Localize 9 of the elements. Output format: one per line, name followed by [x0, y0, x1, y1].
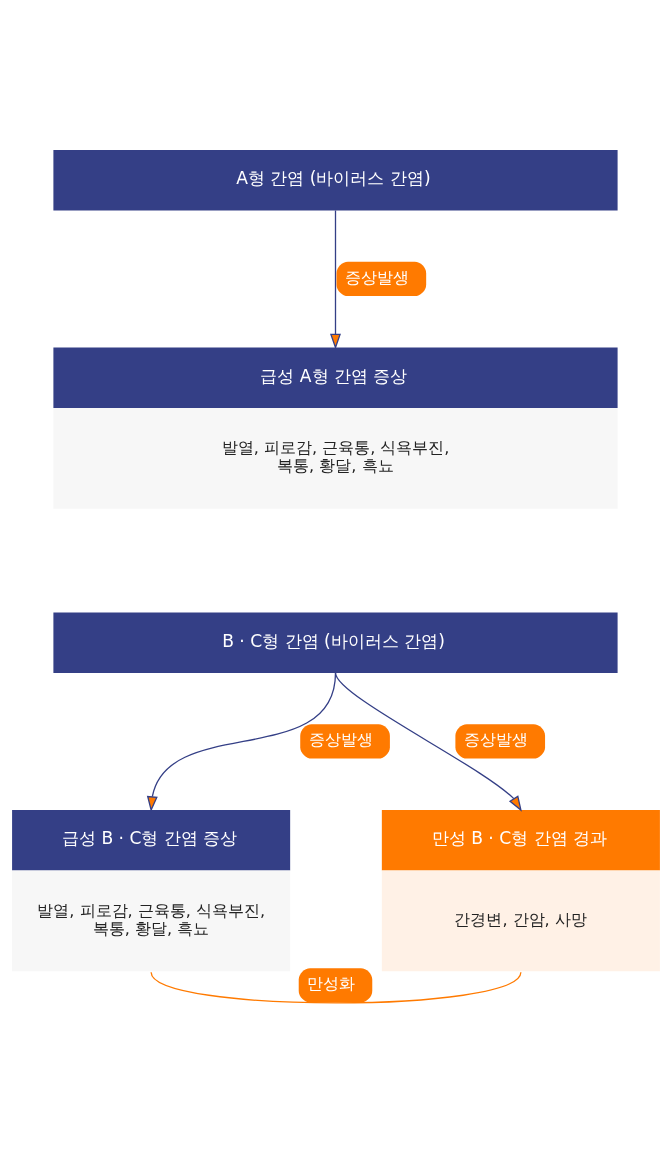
connector	[150, 971, 522, 1004]
arrow	[330, 209, 341, 350]
arrow	[334, 672, 522, 812]
edge-label: 증상발생	[308, 730, 373, 750]
node-box: A형 간염 (바이러스 간염)	[53, 150, 618, 211]
edge-label: 증상발생	[345, 267, 410, 287]
edge-label: 만성화	[307, 974, 356, 994]
node-box: B · C형 간염 (바이러스 간염)	[53, 612, 618, 673]
edge-label: 증상발생	[463, 730, 528, 750]
